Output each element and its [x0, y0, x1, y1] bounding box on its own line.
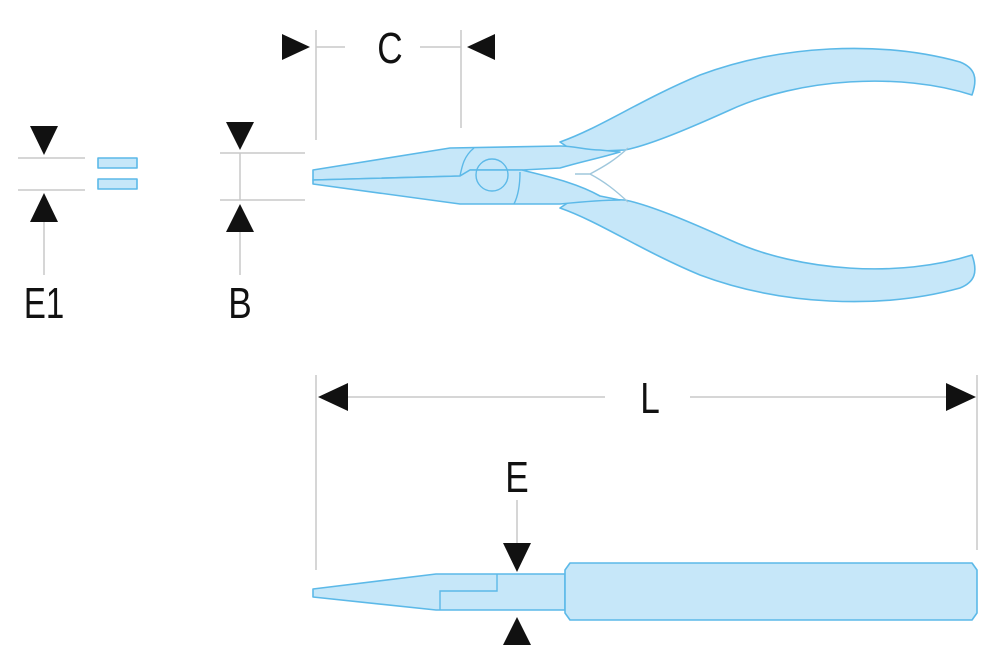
- head-joint-line: [459, 147, 521, 205]
- jaw-section-lower: [97, 178, 138, 190]
- arrow-down-icon: [30, 126, 58, 155]
- upper-handle: [559, 47, 976, 153]
- dimension-e: E: [503, 453, 531, 645]
- dimension-l: L: [315, 374, 978, 570]
- lower-jaw: [312, 169, 621, 205]
- arrow-up-icon: [226, 204, 254, 232]
- spring: [575, 147, 629, 203]
- dimension-c: C: [282, 24, 495, 140]
- upper-jaw: [312, 145, 621, 181]
- label-b: B: [228, 279, 251, 328]
- label-l: L: [640, 374, 660, 423]
- dimension-b: B: [220, 122, 305, 328]
- label-e: E: [505, 453, 528, 502]
- arrow-left-icon: [467, 34, 495, 60]
- arrow-right-icon: [282, 34, 310, 60]
- side-handle: [564, 562, 978, 621]
- dimension-e1: E1: [18, 126, 138, 329]
- side-nose: [312, 573, 566, 611]
- arrow-right-icon: [946, 383, 976, 411]
- arrow-down-icon: [226, 122, 254, 150]
- side-step-line: [439, 574, 498, 610]
- label-c: C: [377, 24, 402, 73]
- pivot-rivet: [475, 158, 509, 192]
- jaw-section-upper: [97, 157, 138, 169]
- arrow-left-icon: [318, 383, 348, 411]
- label-e1: E1: [24, 280, 64, 329]
- arrow-up-icon: [30, 193, 58, 222]
- pliers-side-view: [312, 562, 978, 621]
- pliers-top-view: [312, 47, 976, 303]
- arrow-down-icon: [503, 543, 531, 572]
- arrow-up-icon: [503, 617, 531, 645]
- lower-handle: [559, 197, 976, 303]
